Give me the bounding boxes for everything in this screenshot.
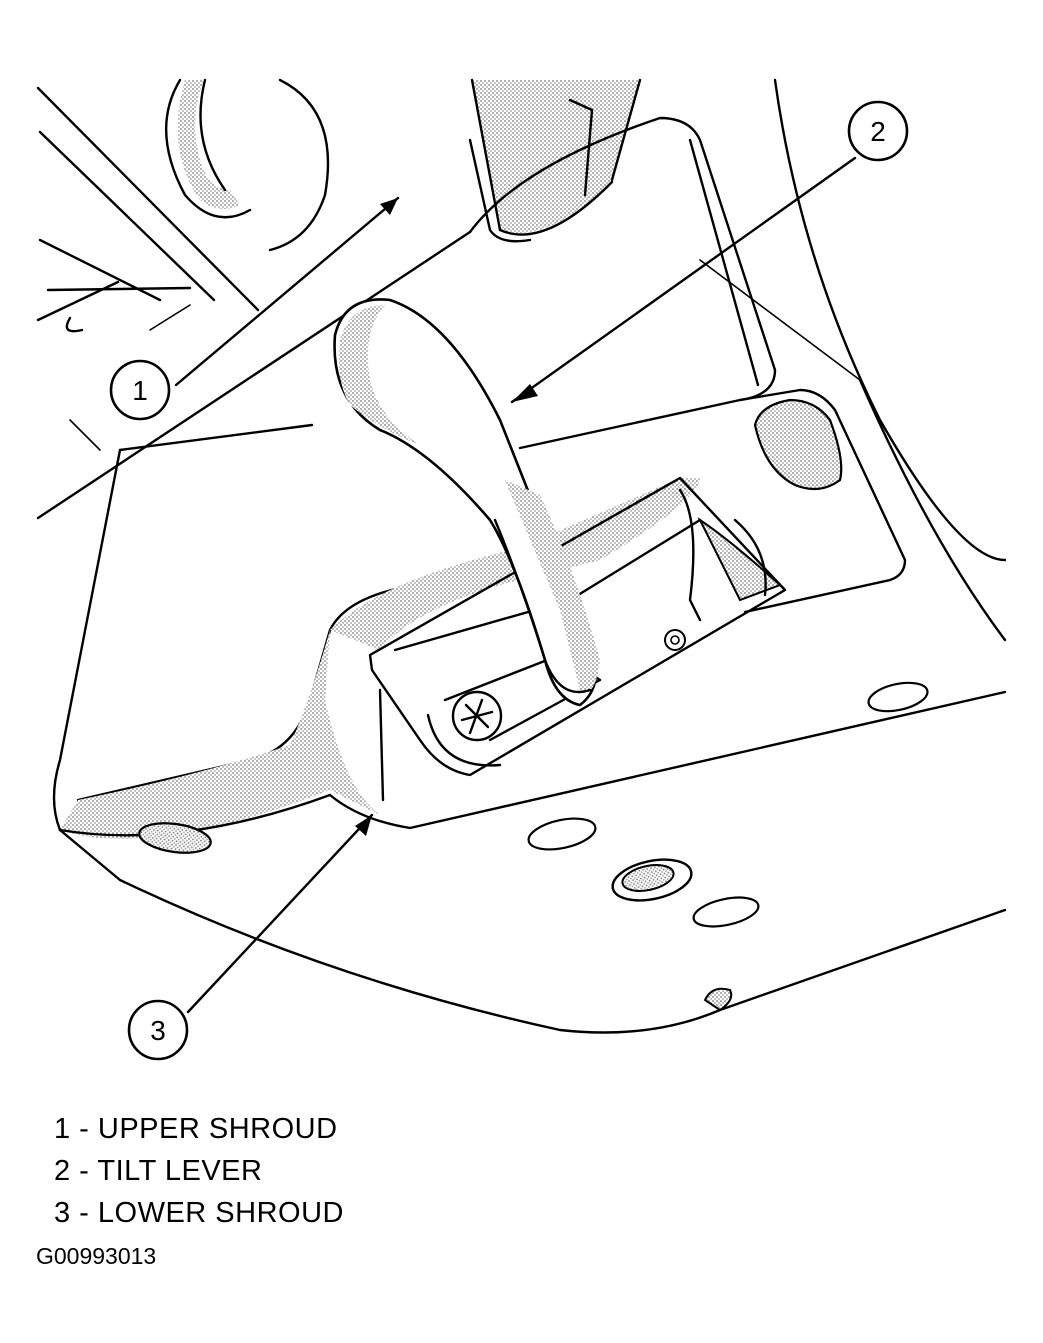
legend-item-lower-shroud: 3 - LOWER SHROUD <box>54 1197 344 1229</box>
column-shaft <box>468 78 642 243</box>
leader-line-2 <box>510 156 857 404</box>
arrowhead-3 <box>355 815 372 836</box>
legend: 1 - UPPER SHROUD 2 - TILT LEVER 3 - LOWE… <box>54 1108 344 1234</box>
legend-item-upper-shroud: 1 - UPPER SHROUD <box>54 1113 338 1145</box>
leader-lines <box>174 156 857 1014</box>
callout-1-number: 1 <box>132 375 148 406</box>
steering-column-illustration: 1 2 3 <box>36 78 1007 1061</box>
leader-line-1 <box>174 196 400 387</box>
callout-1: 1 <box>109 359 171 421</box>
callout-3: 3 <box>127 999 189 1061</box>
dashboard-lines <box>36 78 330 451</box>
side-panel <box>699 78 1007 642</box>
arrowhead-2 <box>512 384 538 402</box>
tilt-lever <box>333 298 600 707</box>
callout-2: 2 <box>847 100 909 162</box>
figure-id: G00993013 <box>36 1243 157 1269</box>
callout-2-number: 2 <box>870 116 886 147</box>
lower-shroud <box>58 630 1007 1034</box>
arrowhead-1 <box>380 198 398 215</box>
legend-item-tilt-lever: 2 - TILT LEVER <box>54 1155 263 1187</box>
leader-line-3 <box>186 813 374 1014</box>
callout-3-number: 3 <box>150 1015 166 1046</box>
